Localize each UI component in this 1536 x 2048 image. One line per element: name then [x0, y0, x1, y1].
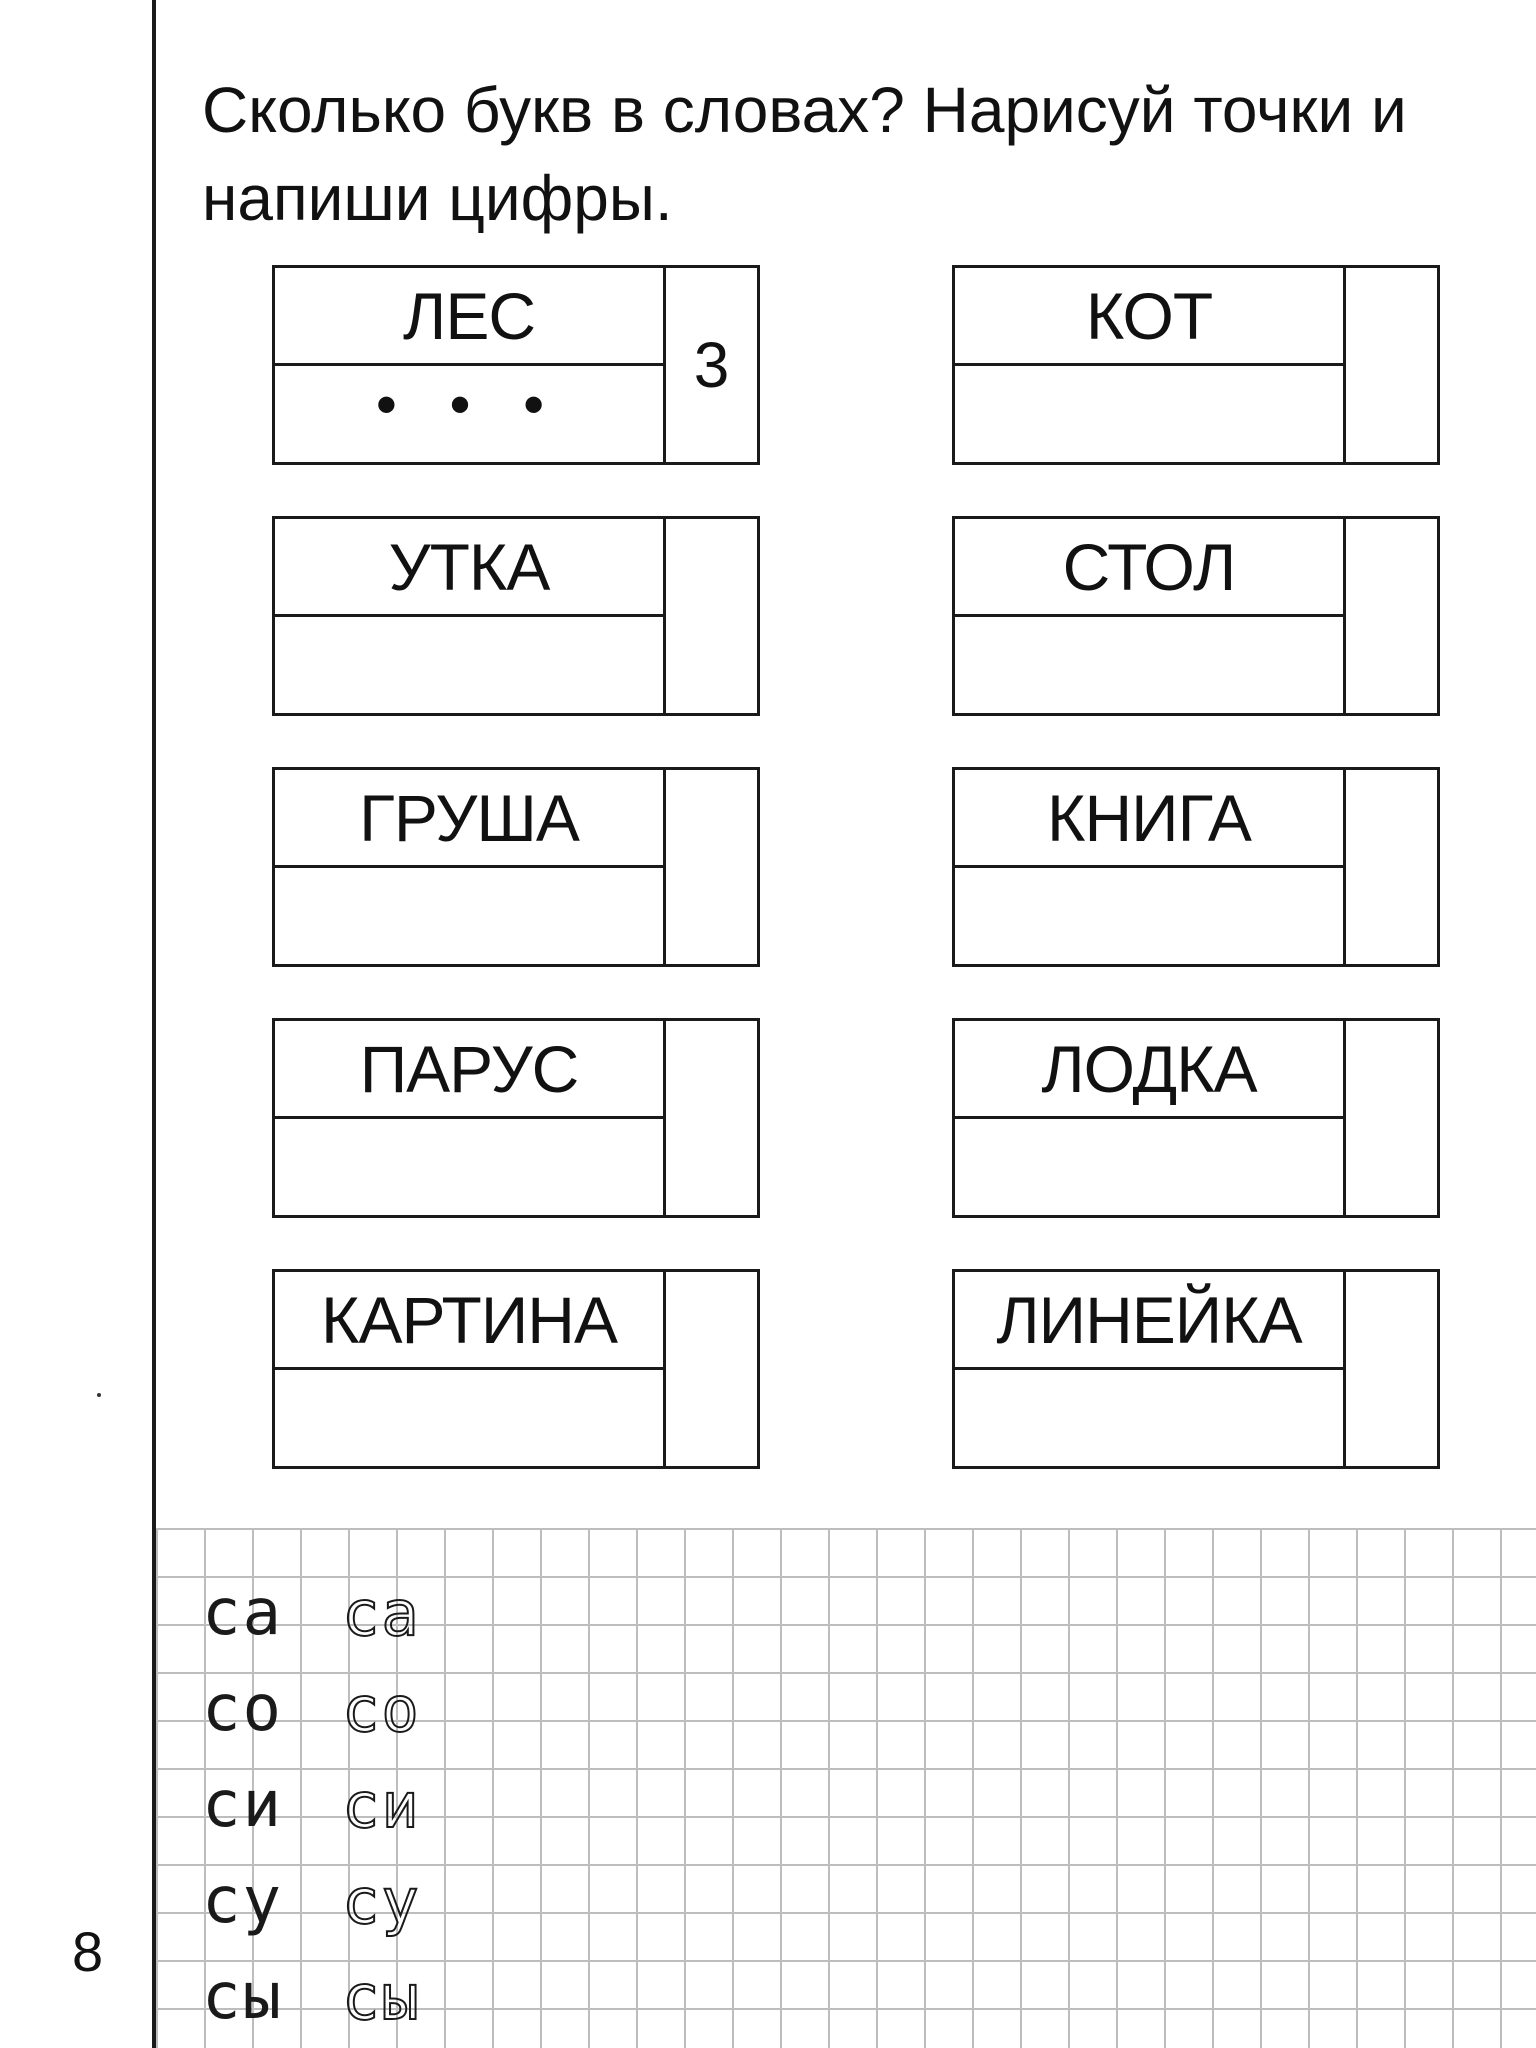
word-box: СТОЛ	[952, 516, 1440, 716]
syllable-trace[interactable]: си	[341, 1768, 421, 1843]
word-box-left: ЛЕС • • •	[275, 268, 666, 462]
word-box: КАРТИНА	[272, 1269, 760, 1469]
syllable-trace[interactable]: су	[341, 1864, 421, 1939]
word-label: ПАРУС	[275, 1021, 663, 1119]
word-label: КОТ	[955, 268, 1343, 366]
dots-field[interactable]	[955, 617, 1343, 713]
letter-count-field[interactable]	[666, 519, 757, 713]
word-box-left: ЛОДКА	[955, 1021, 1346, 1215]
syllable-trace[interactable]: со	[341, 1672, 421, 1747]
word-box-left: КАРТИНА	[275, 1272, 666, 1466]
syllable-sample: сы	[202, 1960, 284, 2034]
syllable-row: си си	[202, 1760, 421, 1850]
copybook-grid[interactable]	[156, 1528, 1536, 2048]
task-instruction: Сколько букв в словах? Нарисуй точки и н…	[202, 74, 1407, 234]
word-box-left: КОТ	[955, 268, 1346, 462]
syllable-row: су су	[202, 1856, 421, 1946]
word-box-left: ГРУША	[275, 770, 666, 964]
syllable-sample: си	[202, 1768, 284, 1842]
syllable-row: са са	[202, 1568, 421, 1658]
dots-field[interactable]	[955, 868, 1343, 964]
word-label: КАРТИНА	[275, 1272, 663, 1370]
letter-count-field[interactable]	[1346, 1272, 1437, 1466]
word-box-left: ПАРУС	[275, 1021, 666, 1215]
word-box: КОТ	[952, 265, 1440, 465]
word-label: ГРУША	[275, 770, 663, 868]
syllable-trace[interactable]: са	[341, 1576, 421, 1651]
letter-count-field[interactable]	[1346, 1021, 1437, 1215]
dots-field[interactable]	[275, 1370, 663, 1466]
dots-field[interactable]	[275, 868, 663, 964]
word-box: КНИГА	[952, 767, 1440, 967]
letter-count-field[interactable]: 3	[693, 329, 730, 401]
word-box-left: УТКА	[275, 519, 666, 713]
word-box: УТКА	[272, 516, 760, 716]
letter-count-field[interactable]	[666, 770, 757, 964]
word-box: ГРУША	[272, 767, 760, 967]
letter-count-field[interactable]	[1346, 268, 1437, 462]
letter-count-field[interactable]	[666, 1021, 757, 1215]
dots-field[interactable]	[275, 1119, 663, 1215]
stray-dot	[97, 1393, 101, 1397]
dots-field[interactable]: • • •	[375, 371, 563, 438]
word-label: ЛИНЕЙКА	[955, 1272, 1343, 1370]
word-box-left: КНИГА	[955, 770, 1346, 964]
syllable-row: со со	[202, 1664, 421, 1754]
letter-count-field[interactable]	[1346, 770, 1437, 964]
dots-field[interactable]	[275, 617, 663, 713]
word-label: СТОЛ	[955, 519, 1343, 617]
word-box: ПАРУС	[272, 1018, 760, 1218]
letter-count-field[interactable]	[1346, 519, 1437, 713]
word-box-left: СТОЛ	[955, 519, 1346, 713]
page-number: 8	[72, 1920, 104, 1983]
word-box: ЛИНЕЙКА	[952, 1269, 1440, 1469]
word-label: УТКА	[275, 519, 663, 617]
syllable-sample: су	[202, 1864, 284, 1938]
syllable-sample: са	[202, 1576, 284, 1650]
dots-field[interactable]	[955, 1370, 1343, 1466]
dots-field[interactable]	[955, 366, 1343, 462]
word-box-left: ЛИНЕЙКА	[955, 1272, 1346, 1466]
letter-count-field[interactable]	[666, 1272, 757, 1466]
margin-line	[152, 0, 156, 2048]
syllable-trace[interactable]: сы	[341, 1960, 421, 2035]
syllable-sample: со	[202, 1672, 284, 1746]
word-box: ЛЕС • • • 3	[272, 265, 760, 465]
dots-field[interactable]	[955, 1119, 1343, 1215]
syllable-row: сы сы	[202, 1952, 421, 2042]
word-label: ЛОДКА	[955, 1021, 1343, 1119]
word-label: ЛЕС	[275, 268, 663, 366]
word-label: КНИГА	[955, 770, 1343, 868]
word-box: ЛОДКА	[952, 1018, 1440, 1218]
